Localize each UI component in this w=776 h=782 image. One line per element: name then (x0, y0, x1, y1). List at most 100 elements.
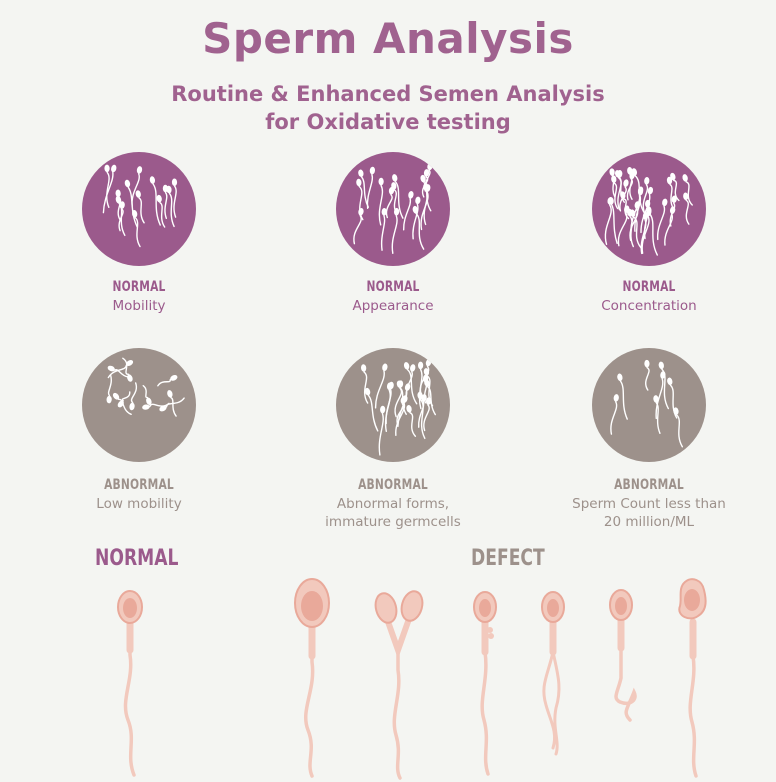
sperm-glyph (620, 191, 630, 220)
sperm-glyph (630, 209, 642, 249)
sperm-glyph (682, 174, 693, 206)
double-sperm-head-right (400, 590, 424, 622)
sperm-glyph (157, 375, 178, 387)
sperm-glyph (385, 186, 395, 219)
sperm-glyph (669, 195, 677, 227)
sperm-glyph (167, 390, 177, 417)
double-head-sperm-icon (383, 613, 413, 780)
abnormal-forms-label: ABNORMAL Abnormal forms, immature germce… (293, 477, 493, 531)
label-description-line-2: 20 million/ML (603, 514, 695, 530)
sperm-glyph (392, 174, 404, 219)
sperm-glyph (166, 185, 175, 228)
subtitle-line-1: Routine & Enhanced Semen Analysis (171, 82, 605, 106)
sperm-cluster-icon (102, 164, 178, 248)
sperm-glyph (617, 373, 628, 420)
abnormal-forms-image (336, 348, 450, 462)
sperm-glyph (142, 385, 152, 405)
sperm-glyph (657, 198, 668, 241)
sperm-glyph (403, 362, 418, 405)
sperm-glyph (366, 166, 376, 210)
sperm-glyph (666, 176, 675, 210)
amorphous-head-sperm-icon (688, 618, 698, 778)
sperm-glyph (610, 394, 619, 435)
sperm-glyph (378, 405, 386, 456)
sperm-glyph (406, 405, 417, 437)
label-description-line-2: immature germcells (325, 514, 461, 530)
large-head-sperm-icon (303, 622, 316, 778)
sperm-glyph (384, 382, 393, 433)
sperm-scattered-icon (106, 357, 185, 417)
sperm-glyph (670, 172, 680, 202)
normal-appearance-image (336, 152, 450, 266)
sperm-glyph (364, 387, 379, 432)
sperm-glyph (124, 179, 138, 228)
normal-section-heading: NORMAL (95, 546, 179, 571)
sperm-glyph (380, 208, 387, 251)
normal-mobility-label: NORMAL Mobility (39, 279, 239, 315)
sperm-glyph (112, 392, 132, 416)
double-tail-sperm-icon (542, 616, 561, 756)
normal-concentration-label: NORMAL Concentration (549, 279, 749, 315)
sperm-glyph (107, 359, 134, 379)
sperm-glyph (171, 178, 178, 218)
normal-appearance-label: NORMAL Appearance (293, 279, 493, 315)
defect-section-heading: DEFECT (471, 546, 545, 571)
sperm-glyph (149, 176, 161, 226)
sperm-glyph (122, 357, 133, 382)
sperm-glyph (421, 169, 430, 198)
sperm-glyph (374, 363, 388, 409)
cytoplasmic-droplet-sperm-icon (480, 616, 490, 776)
sperm-glyph (394, 380, 404, 418)
label-heading: NORMAL (112, 279, 166, 295)
sperm-glyph (627, 166, 633, 200)
sperm-glyph (412, 205, 425, 250)
sperm-glyph (156, 194, 166, 228)
sperm-glyph (631, 168, 646, 215)
sperm-glyph (667, 377, 678, 419)
sperm-glyph (617, 169, 623, 211)
sperm-morphology-illustration (117, 578, 707, 780)
sperm-glyph (608, 196, 618, 245)
sperm-glyph (422, 374, 429, 404)
sperm-glyph (115, 195, 126, 237)
subtitle-line-2: for Oxidative testing (265, 110, 511, 134)
normal-mobility-image (82, 152, 196, 266)
normal-concentration-image (592, 152, 706, 266)
sperm-glyph (378, 177, 384, 226)
sperm-glyph (117, 391, 131, 408)
label-description: Concentration (601, 298, 697, 314)
label-description: Appearance (352, 298, 434, 314)
abnormal-count-image (592, 348, 706, 462)
sperm-glyph (129, 382, 138, 411)
sperm-glyph (162, 184, 168, 220)
label-heading: ABNORMAL (614, 477, 684, 493)
sperm-glyph (356, 178, 364, 221)
sperm-sparse-icon (610, 359, 684, 448)
sperm-glyph (683, 192, 690, 225)
abnormal-count-label: ABNORMAL Sperm Count less than 20 millio… (549, 477, 749, 531)
sperm-glyph (402, 191, 414, 231)
sperm-glyph (391, 207, 400, 254)
label-heading: ABNORMAL (358, 477, 428, 493)
page-subtitle: Routine & Enhanced Semen Analysis for Ox… (0, 80, 776, 136)
sperm-glyph (102, 164, 117, 214)
page-title: Sperm Analysis (202, 14, 574, 63)
abnormal-low-mobility-label: ABNORMAL Low mobility (39, 477, 239, 513)
label-description-line-1: Abnormal forms, (336, 496, 450, 512)
sperm-glyph (106, 374, 112, 404)
abnormal-low-mobility-image (82, 348, 196, 462)
sperm-glyph (405, 364, 416, 399)
double-sperm-head-left (374, 592, 398, 624)
sperm-glyph (115, 189, 122, 222)
sperm-glyph (617, 205, 630, 247)
sperm-glyph (361, 364, 369, 404)
sperm-glyph (644, 359, 650, 391)
label-heading: NORMAL (622, 279, 676, 295)
label-description-line-1: Sperm Count less than (572, 496, 726, 512)
label-description: Mobility (112, 298, 166, 314)
sperm-glyph (412, 196, 421, 240)
sperm-glyph (423, 397, 432, 432)
sperm-glyph (358, 169, 370, 208)
sperm-glyph (353, 207, 364, 245)
coiled-tail-sperm-icon (614, 614, 637, 722)
